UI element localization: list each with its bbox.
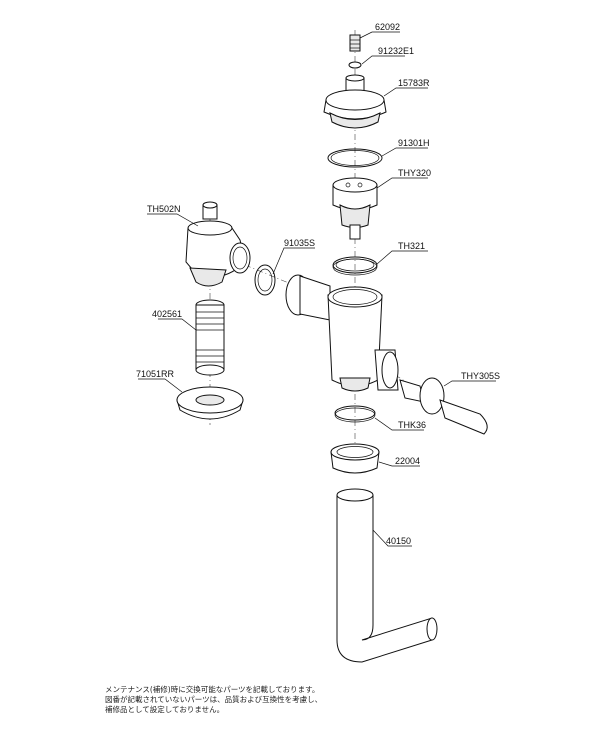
label-15783R: 15783R xyxy=(398,78,430,88)
label-91232E1: 91232E1 xyxy=(378,46,414,56)
note-line-1: メンテナンス(補修)時に交換可能なパーツを記載しております。 xyxy=(105,685,320,694)
label-22004: 22004 xyxy=(395,456,420,466)
maintenance-note: メンテナンス(補修)時に交換可能なパーツを記載しております。 図番が記載されてい… xyxy=(105,685,405,715)
label-THK36: THK36 xyxy=(398,420,426,430)
label-THY320: THY320 xyxy=(398,168,431,178)
label-THY305S: THY305S xyxy=(461,371,500,381)
label-91301H: 91301H xyxy=(398,138,430,148)
part-22004-nut xyxy=(330,443,380,474)
note-line-2: 図番が記載されていないパーツは、品質および互換性を考慮し、 xyxy=(105,695,323,704)
part-15783R-cap xyxy=(323,74,387,129)
label-402561: 402561 xyxy=(152,309,182,319)
label-TH502N: TH502N xyxy=(147,204,181,214)
part-THY320-piston xyxy=(332,177,378,240)
part-91301H-oring xyxy=(327,148,383,168)
label-40150: 40150 xyxy=(386,536,411,546)
part-40150-flush-pipe xyxy=(336,488,438,663)
part-62092-screw xyxy=(349,34,361,52)
part-91035S-ring xyxy=(254,264,276,296)
part-71051RR-flange xyxy=(176,386,244,420)
leader-lines xyxy=(138,31,496,547)
center-line-diagonal xyxy=(244,264,331,301)
part-THY305S-handle xyxy=(399,377,488,435)
label-62092: 62092 xyxy=(375,22,400,32)
part-TH321-ring xyxy=(332,256,378,276)
part-TH502N-valve xyxy=(185,201,251,287)
part-main-valve-body xyxy=(285,274,399,392)
label-91035S: 91035S xyxy=(284,238,315,248)
part-THK36-ring xyxy=(334,405,376,423)
label-71051RR: 71051RR xyxy=(136,369,175,379)
part-402561-nipple xyxy=(195,299,225,376)
part-91232E1-ring xyxy=(348,61,362,69)
note-line-3: 補修品として設定しておりません。 xyxy=(105,705,225,714)
label-TH321: TH321 xyxy=(398,241,425,251)
